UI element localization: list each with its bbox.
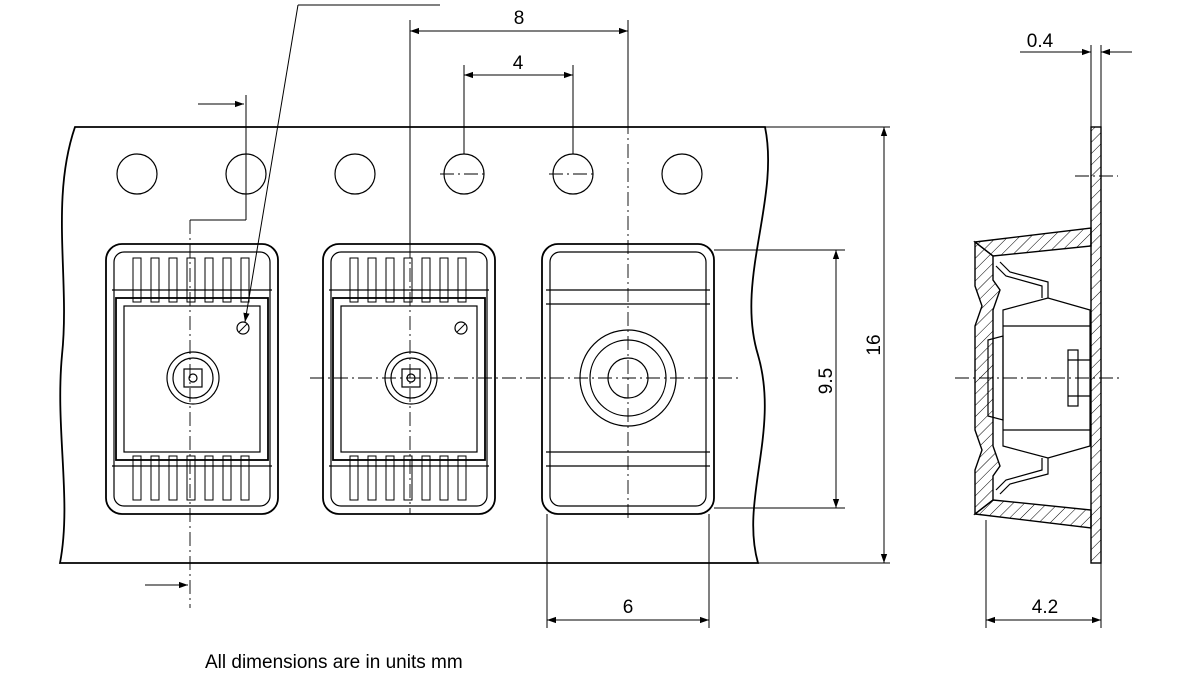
side-section-view [973,126,1102,564]
side-dimension-lines [985,45,1132,628]
dim-label-6: 6 [623,597,634,618]
dim-label-16: 16 [864,334,885,355]
pocket-2 [322,243,496,515]
dim-label-8: 8 [514,8,525,29]
units-note: All dimensions are in units mm [205,652,463,673]
dim-label-4-2: 4.2 [1032,597,1058,618]
carrier-tape [58,126,769,564]
dim-label-4: 4 [513,53,524,74]
pocket-1 [105,243,279,515]
dim-label-0-4: 0.4 [1027,31,1054,52]
dimension-lines [145,4,890,628]
dim-label-9-5: 9.5 [816,368,837,394]
